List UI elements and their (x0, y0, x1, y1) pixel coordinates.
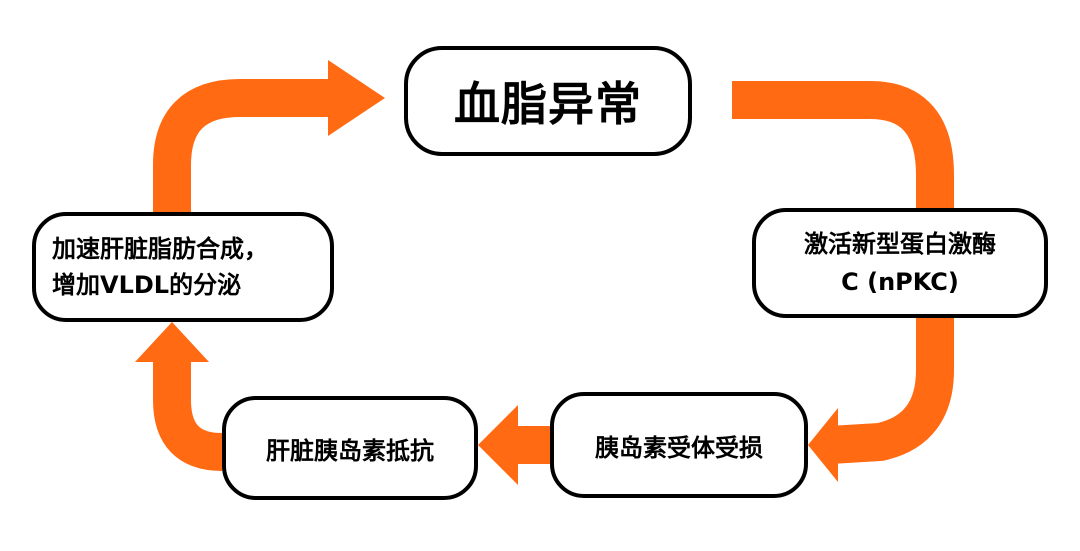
node-liver-fat-synthesis: 加速肝脏脂肪合成， 增加VLDL的分泌 (32, 212, 334, 322)
node-activate-npkc: 激活新型蛋白激酶 C (nPKC) (752, 208, 1048, 318)
arrow-bottom-left-to-left (153, 360, 223, 471)
node-hepatic-insulin-resistance: 肝脏胰岛素抵抗 (222, 396, 478, 500)
arrowhead-bottom-right-to-bottom-left (478, 405, 518, 485)
arrow-left-to-top (153, 79, 340, 212)
arrowhead-right-to-bottom-right (808, 408, 838, 482)
node-insulin-receptor-damage: 胰岛素受体受损 (550, 392, 808, 498)
arrowhead-bottom-left-to-left (135, 322, 209, 362)
node-dyslipidemia: 血脂异常 (404, 46, 692, 156)
arrowhead-left-to-top (328, 60, 385, 136)
arrow-bottom-right-to-bottom-left (512, 426, 552, 464)
arrow-right-to-bottom-right (828, 318, 954, 464)
arrow-top-to-right (732, 81, 954, 208)
